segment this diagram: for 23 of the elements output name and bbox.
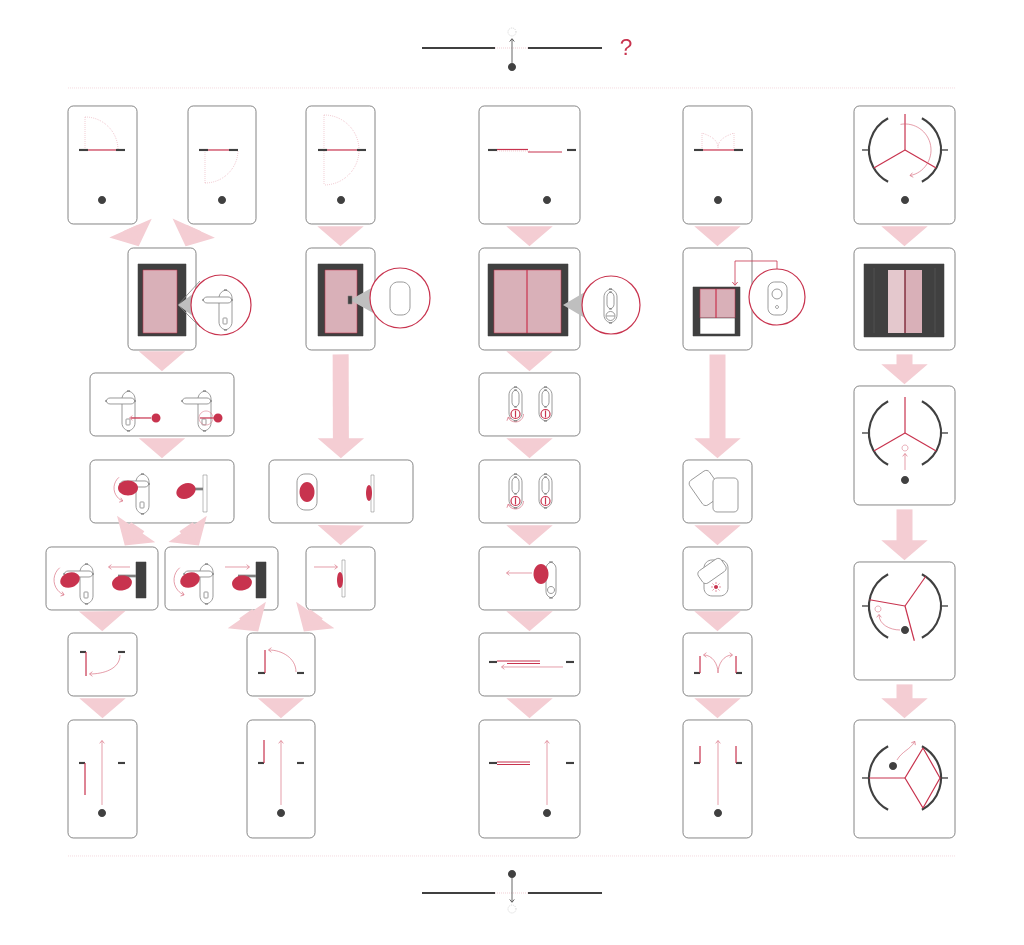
panel: [853, 385, 956, 506]
panel: [682, 632, 753, 697]
panel: [478, 459, 581, 524]
panel: [853, 561, 956, 681]
panel: [67, 632, 138, 697]
panel: [305, 546, 376, 611]
panel: [246, 719, 316, 839]
panel: [478, 105, 581, 225]
panel: [478, 719, 581, 839]
panel: [187, 105, 257, 225]
panel: [478, 632, 581, 697]
panel: [478, 546, 581, 611]
panel: [268, 459, 414, 524]
panel: [682, 105, 753, 225]
panel: [682, 719, 753, 839]
panel: [67, 719, 138, 839]
panel: [853, 719, 956, 839]
question-mark: ?: [620, 39, 632, 55]
panel: [246, 632, 316, 697]
panel: [67, 105, 138, 225]
panel: [478, 372, 581, 437]
panel: [853, 105, 956, 225]
panel: [305, 105, 376, 225]
